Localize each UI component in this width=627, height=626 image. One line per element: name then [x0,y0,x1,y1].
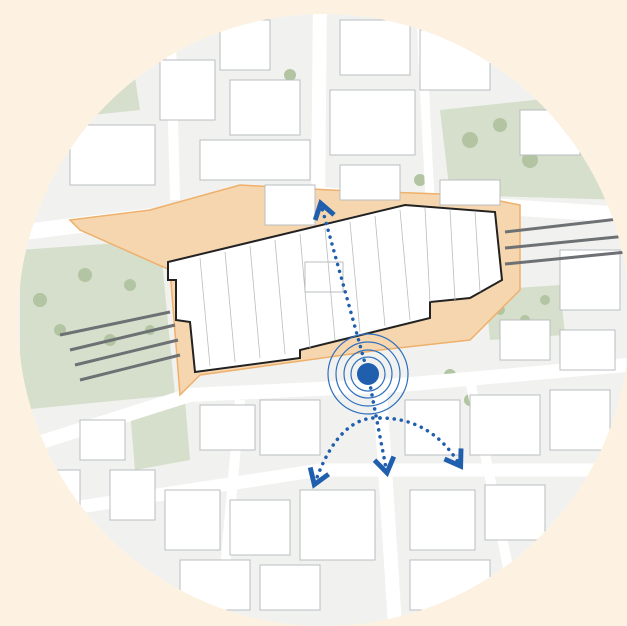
focus-point [327,333,409,415]
building [199,139,311,181]
building [339,164,401,201]
buildings [19,19,621,611]
tree [284,69,296,81]
station-roof-outline [167,203,504,374]
building [299,489,376,561]
tree [414,174,426,186]
dotted-arrow-icon [378,416,464,470]
tree [462,132,478,148]
building [229,79,301,136]
building [549,389,611,451]
roof-rib [274,239,286,355]
building [339,19,411,76]
station-building [167,203,504,374]
building [159,59,216,121]
building [409,489,476,551]
tree [522,152,538,168]
ripple-ring [350,356,386,392]
building [79,419,126,461]
high-street [373,389,402,626]
ripple-ring [343,349,393,399]
roof-rib [399,209,411,321]
track-west [59,310,171,337]
track-east [504,234,627,250]
ripple-ring [327,333,409,415]
tree [124,279,136,291]
track-east [504,250,627,266]
roof-rib [474,210,481,293]
dotted-arrow-icon [366,372,397,478]
track-west [74,338,179,367]
building [199,404,256,451]
building [229,499,291,556]
roof-rib [424,207,431,303]
building [264,184,316,226]
movement-arrows [307,199,464,489]
track-west [79,353,181,382]
dotted-arrow-icon [307,416,382,489]
roof-rib [374,215,386,327]
tree [540,295,550,305]
tree [33,293,47,307]
building [164,489,221,551]
building [469,394,541,456]
building [559,249,621,311]
tree [493,118,507,132]
track-west [69,323,176,352]
tree [78,268,92,282]
building [484,484,546,541]
building [259,564,321,611]
building [439,179,501,206]
roof-rib [224,251,236,363]
building [109,469,156,521]
rail-cutting-green [20,240,175,410]
building [259,399,321,456]
building [404,399,461,456]
ripple-ring [335,341,401,407]
building [559,329,616,371]
railway-tracks [59,216,627,382]
building [329,89,416,156]
north-south-road [311,14,327,206]
roof-central-block [304,261,344,293]
building [499,319,551,361]
building [69,124,156,186]
roof-rib [324,227,336,341]
dotted-arrow-icon [312,199,370,376]
roof-rib [199,257,211,367]
roof-rib [249,245,261,359]
roof-rib [449,209,456,301]
lower-green [130,400,190,470]
roof-rib [349,221,361,333]
track-east [504,216,627,234]
